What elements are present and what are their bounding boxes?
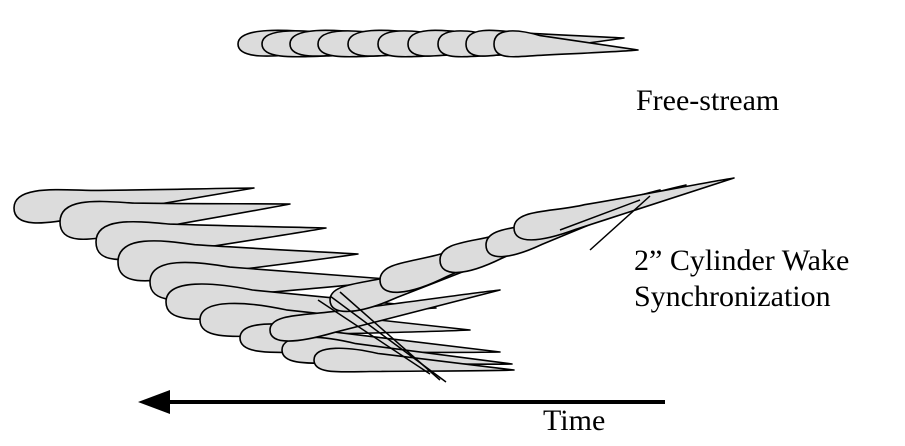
free-stream-sequence [238, 30, 638, 56]
synchronization-label: Synchronization [634, 280, 831, 314]
cylinder-wake-label: 2” Cylinder Wake [634, 244, 849, 278]
foil-outline [514, 178, 734, 240]
time-label: Time [543, 404, 605, 438]
cylinder-wake-sequence [14, 178, 734, 382]
free-stream-label: Free-stream [636, 84, 779, 118]
time-arrow-head [138, 390, 170, 414]
